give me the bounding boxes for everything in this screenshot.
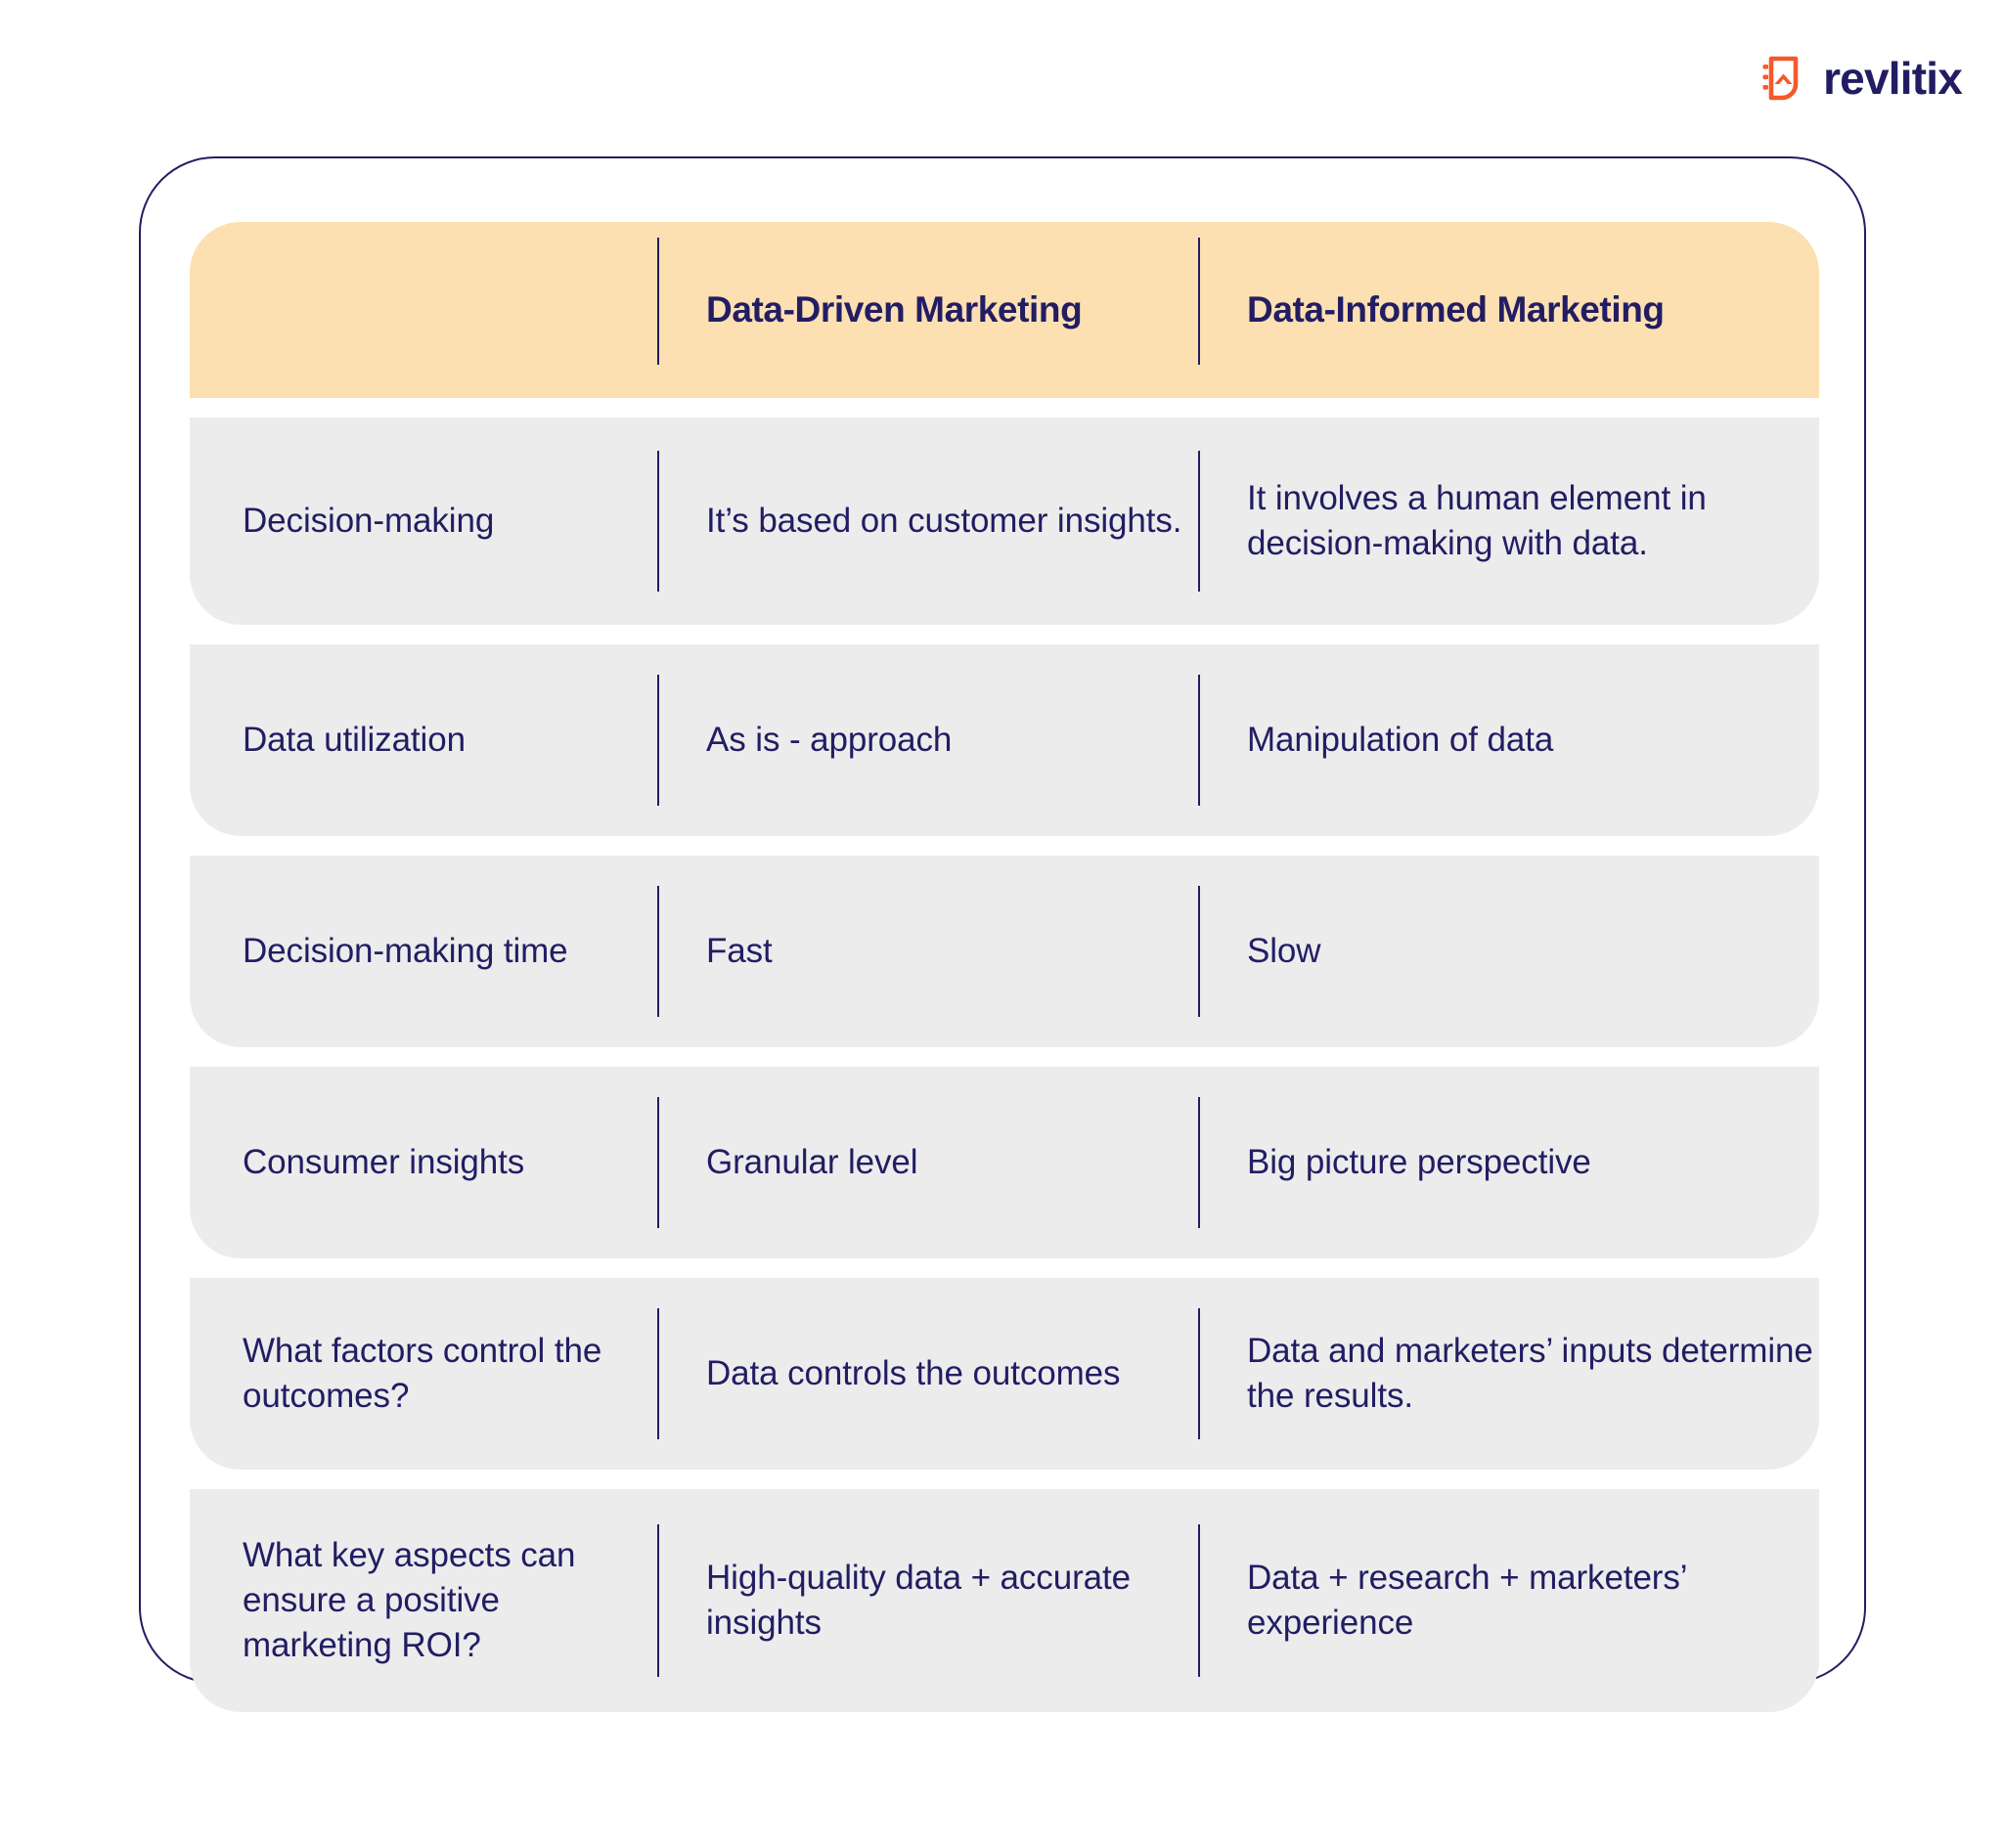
table-row: What factors control the outcomes? Data … [190,1278,1819,1470]
table-row: Decision-making time Fast Slow [190,856,1819,1047]
brand-name: revlitix [1823,53,1963,104]
cell-text: Consumer insights [243,1142,525,1181]
revlitix-shield-chevron-icon [1760,55,1807,102]
cell-text: High-quality data + accurate insights [706,1558,1131,1642]
cell-text: Granular level [706,1142,918,1181]
row-cell-data-driven: High-quality data + accurate insights [657,1489,1198,1712]
row-cell-data-informed: Data and marketers’ inputs determine the… [1198,1278,1819,1470]
table-row: Data utilization As is - approach Manipu… [190,644,1819,836]
row-cell-criterion: Data utilization [190,644,657,836]
comparison-card: Data-Driven Marketing Data-Informed Mark… [139,156,1866,1712]
row-cell-data-informed: Big picture perspective [1198,1067,1819,1258]
header-label-data-informed: Data-Informed Marketing [1247,288,1665,330]
table-row: Consumer insights Granular level Big pic… [190,1067,1819,1258]
row-cell-criterion: What key aspects can ensure a positive m… [190,1489,657,1712]
row-cell-criterion: What factors control the outcomes? [190,1278,657,1470]
row-cell-data-informed: Manipulation of data [1198,644,1819,836]
row-cell-data-driven: Fast [657,856,1198,1047]
cell-text: What key aspects can ensure a positive m… [243,1535,576,1665]
table-row: Decision-making It’s based on customer i… [190,418,1819,625]
table-row: What key aspects can ensure a positive m… [190,1489,1819,1712]
header-cell-criterion [190,222,657,398]
header-label-data-driven: Data-Driven Marketing [706,288,1083,330]
cell-text: Fast [706,931,773,970]
row-cell-data-driven: Data controls the outcomes [657,1278,1198,1470]
cell-text: As is - approach [706,720,953,759]
cell-text: Decision-making time [243,931,568,970]
row-cell-data-driven: Granular level [657,1067,1198,1258]
cell-text: Manipulation of data [1247,720,1554,759]
header-cell-data-driven: Data-Driven Marketing [657,222,1198,398]
cell-text: Data controls the outcomes [706,1353,1121,1392]
row-cell-criterion: Decision-making time [190,856,657,1047]
cell-text: Slow [1247,931,1321,970]
cell-text: What factors control the outcomes? [243,1331,602,1415]
table-header-row: Data-Driven Marketing Data-Informed Mark… [190,222,1819,398]
cell-text: Data and marketers’ inputs determine the… [1247,1331,1813,1415]
header-cell-data-informed: Data-Informed Marketing [1198,222,1819,398]
comparison-table: Data-Driven Marketing Data-Informed Mark… [190,222,1819,1712]
row-cell-criterion: Decision-making [190,418,657,625]
cell-text: Decision-making [243,501,495,540]
cell-text: It involves a human element in decision-… [1247,478,1707,562]
row-cell-data-driven: As is - approach [657,644,1198,836]
cell-text: It’s based on customer insights. [706,501,1182,540]
cell-text: Data utilization [243,720,466,759]
row-cell-data-driven: It’s based on customer insights. [657,418,1198,625]
brand-logo: revlitix [1760,53,1963,104]
row-cell-data-informed: Data + research + marketers’ experience [1198,1489,1819,1712]
cell-text: Big picture perspective [1247,1142,1591,1181]
cell-text: Data + research + marketers’ experience [1247,1558,1687,1642]
row-cell-data-informed: It involves a human element in decision-… [1198,418,1819,625]
row-cell-criterion: Consumer insights [190,1067,657,1258]
row-cell-data-informed: Slow [1198,856,1819,1047]
